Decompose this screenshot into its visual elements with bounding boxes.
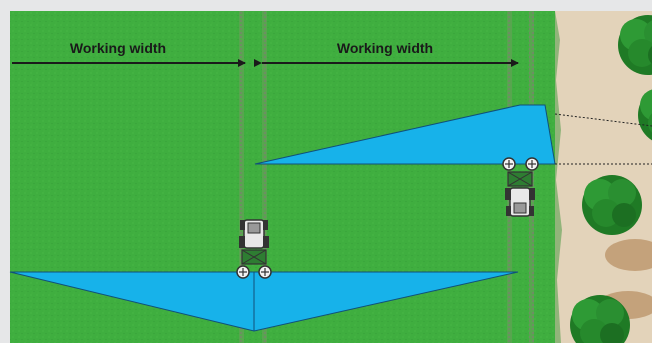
- spray-nozzle-icon: [525, 157, 539, 171]
- working-width-label-left: Working width: [70, 40, 166, 56]
- tractor-icon: [238, 219, 270, 265]
- tramline-left-1: [239, 11, 244, 343]
- spray-nozzle-icon: [502, 157, 516, 171]
- spray-pattern-right: [254, 104, 556, 165]
- tractor-icon: [504, 171, 536, 217]
- tree-icon: [582, 175, 642, 235]
- tramline-left-2: [262, 11, 267, 343]
- working-width-label-right: Working width: [337, 40, 433, 56]
- field-edge: [555, 11, 562, 343]
- tree-shadow: [605, 239, 652, 271]
- spray-nozzle-icon: [236, 265, 250, 279]
- arrow-tip: [254, 59, 262, 67]
- spray-nozzle-icon: [258, 265, 272, 279]
- drift-line-top: [554, 113, 652, 127]
